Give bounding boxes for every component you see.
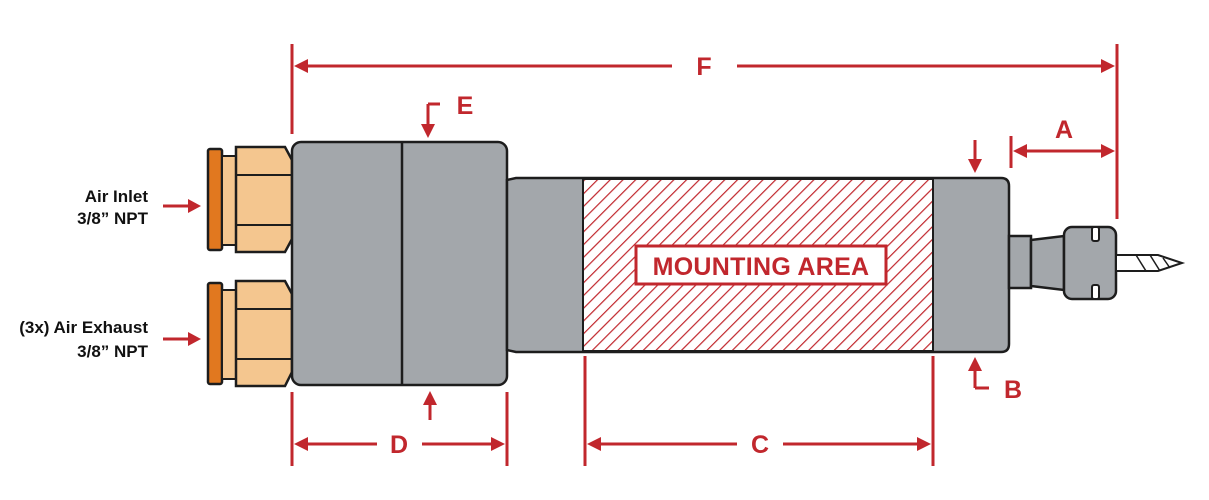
port-labels: Air Inlet 3/8” NPT (3x) Air Exhaust 3/8”… — [19, 187, 201, 361]
air-exhaust-label: (3x) Air Exhaust — [19, 318, 148, 337]
dimension-e: E — [421, 92, 473, 420]
arrow-icon — [294, 59, 308, 73]
arrow-icon — [917, 437, 931, 451]
arrow-icon — [587, 437, 601, 451]
dimension-b: B — [968, 140, 1022, 404]
dimension-f: F — [290, 44, 1119, 219]
dimension-e-label: E — [457, 92, 474, 120]
mounting-area-label: MOUNTING AREA — [634, 244, 888, 286]
dimension-d-label: D — [390, 431, 408, 459]
dimension-d: D — [290, 392, 509, 466]
arrow-icon — [421, 124, 435, 138]
dimension-a: A — [1009, 116, 1115, 168]
arrow-icon — [491, 437, 505, 451]
air-exhaust-fitting — [206, 279, 294, 388]
collet — [1007, 225, 1118, 301]
rear-housing — [290, 140, 509, 387]
dimension-f-label: F — [696, 53, 711, 81]
arrow-icon — [423, 391, 437, 405]
air-inlet-size: 3/8” NPT — [77, 209, 148, 228]
dimension-b-label: B — [1004, 376, 1022, 404]
arrow-icon — [294, 437, 308, 451]
arrow-icon — [188, 199, 201, 213]
arrow-icon — [1101, 59, 1115, 73]
arrow-icon — [1101, 144, 1115, 158]
arrow-icon — [968, 159, 982, 173]
air-inlet-label: Air Inlet — [85, 187, 149, 206]
dimension-c-label: C — [751, 431, 769, 459]
dimension-a-label: A — [1055, 116, 1073, 144]
air-inlet-fitting — [206, 145, 294, 254]
air-exhaust-size: 3/8” NPT — [77, 342, 148, 361]
arrow-icon — [1013, 144, 1027, 158]
arrow-icon — [188, 332, 201, 346]
dimension-c: C — [583, 356, 935, 466]
drill-bit-icon — [1115, 254, 1186, 272]
mounting-area-text: MOUNTING AREA — [653, 253, 870, 281]
arrow-icon — [968, 357, 982, 371]
